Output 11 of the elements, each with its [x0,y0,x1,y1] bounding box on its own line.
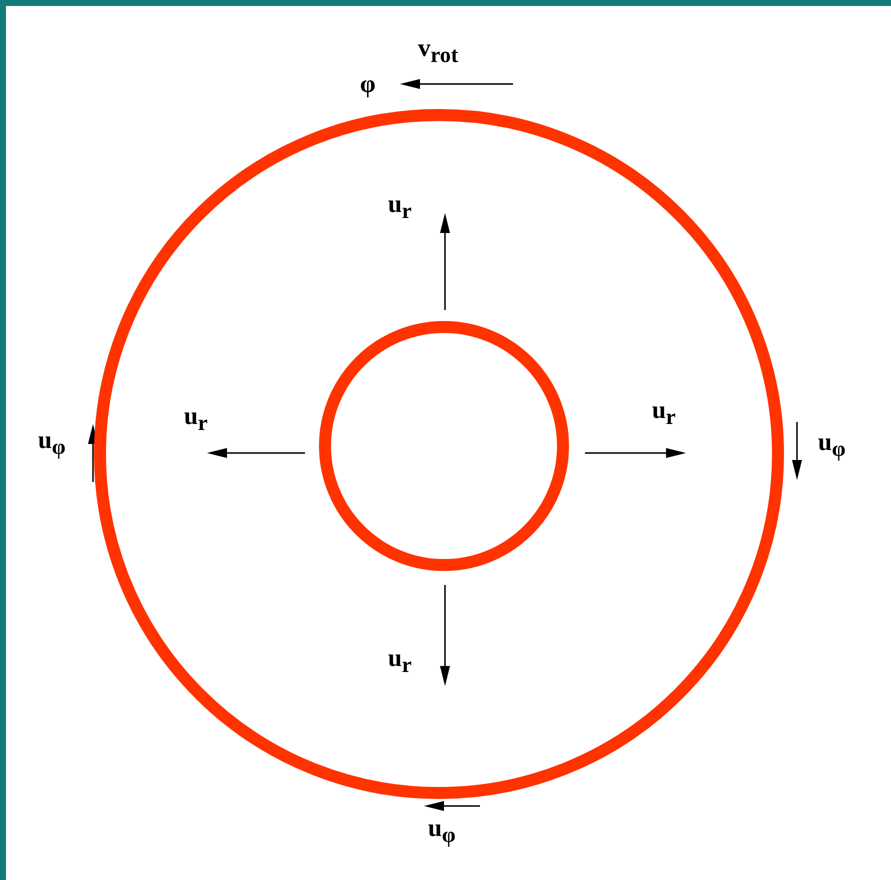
outer-ring [94,109,784,799]
vector-label: v$_{rot}$ [418,36,458,66]
vector-label: u$_{φ}$ [38,428,66,458]
vector-label: u$_{φ}$ [428,816,456,846]
vector-label: u$_{r}$ [184,404,208,434]
inner-ring [319,321,569,571]
vector-label: φ [360,72,376,97]
vector-label: u$_{r}$ [388,646,412,676]
vector-label: u$_{φ}$ [818,430,846,460]
vector-label: u$_{r}$ [652,398,676,428]
vector-label: u$_{r}$ [388,192,412,222]
